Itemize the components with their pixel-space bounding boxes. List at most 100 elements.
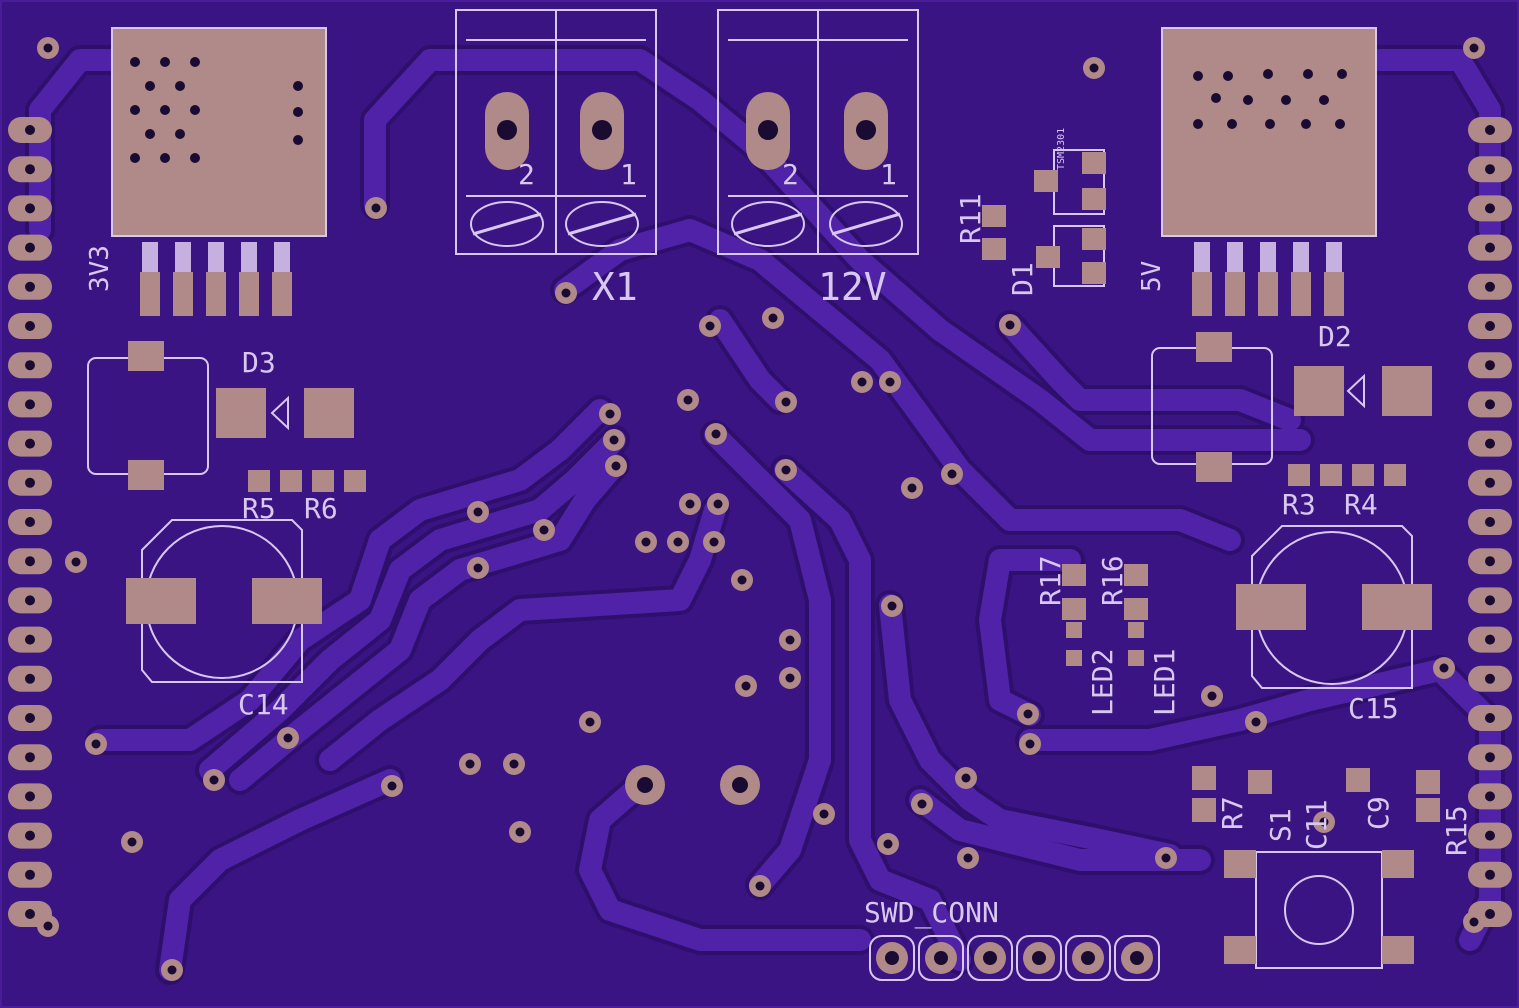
- via-drill: [685, 499, 695, 509]
- header-drill: [25, 673, 35, 684]
- regulator-3v3-leg: [241, 242, 257, 272]
- thermal-via: [1335, 119, 1345, 129]
- swd-pin-drill: [885, 951, 899, 965]
- d2-symbol: [1346, 373, 1365, 409]
- via-drill: [641, 537, 651, 547]
- header-drill: [1485, 517, 1495, 527]
- mount-drill: [637, 777, 653, 793]
- header-drill: [1485, 634, 1495, 645]
- terminal-12v-drill: [856, 120, 876, 140]
- regulator-3v3-pin: [206, 272, 226, 316]
- via-drill: [509, 759, 519, 769]
- smd-pad: [1416, 770, 1440, 794]
- trace: [159, 769, 401, 981]
- button-pad: [1224, 936, 1256, 964]
- smd-pad: [982, 238, 1006, 260]
- thermal-via: [130, 105, 140, 115]
- thermal-via: [1193, 71, 1203, 81]
- thermal-via: [1243, 95, 1253, 105]
- header-drill: [1485, 281, 1495, 292]
- via-drill: [785, 635, 795, 645]
- via-drill: [781, 465, 791, 475]
- via-drill: [883, 839, 893, 849]
- via-drill: [683, 395, 693, 405]
- led-pad: [1066, 622, 1082, 638]
- thermal-via: [293, 135, 303, 145]
- copper-traces: [25, 45, 1505, 985]
- resistor-pad: [1124, 598, 1148, 620]
- thermal-via: [1211, 93, 1221, 103]
- via-drill: [709, 537, 719, 547]
- header-drill: [1485, 242, 1495, 253]
- label-r4: R4: [1344, 488, 1378, 521]
- header-drill: [25, 242, 35, 253]
- swd-pin-outline: [918, 935, 964, 981]
- label-tsm2301: TSM2301: [1056, 128, 1067, 170]
- header-drill: [25, 438, 35, 449]
- resistor-pad: [1384, 464, 1406, 486]
- thermal-via: [145, 129, 155, 139]
- label-swd-conn: SWD_CONN: [864, 896, 999, 930]
- via-drill: [713, 499, 723, 509]
- d2-pad: [1196, 332, 1232, 362]
- thermal-via: [190, 153, 200, 163]
- regulator-5v-leg: [1227, 242, 1243, 272]
- header-drill: [1485, 321, 1495, 331]
- regulator-3v3-leg: [274, 242, 290, 272]
- label-led1: LED1: [1148, 649, 1181, 716]
- button-s1-outline: [1255, 851, 1383, 969]
- header-drill: [25, 556, 35, 567]
- label-r5: R5: [242, 492, 276, 525]
- via-drill: [539, 525, 549, 535]
- via-drill: [1207, 691, 1217, 701]
- via-drill: [1089, 63, 1099, 73]
- via-drill: [43, 921, 53, 931]
- terminal-x1-screw: [470, 201, 544, 247]
- via-drill: [585, 717, 595, 727]
- terminal-x1-drill: [497, 120, 517, 140]
- via-drill: [71, 557, 81, 567]
- label-r3: R3: [1282, 488, 1316, 521]
- resistor-pad: [280, 470, 302, 492]
- via-drill: [127, 837, 137, 847]
- thermal-via: [1263, 69, 1273, 79]
- label-d3: D3: [242, 346, 276, 379]
- header-drill: [1485, 164, 1495, 175]
- smd-pad: [1192, 798, 1216, 822]
- via-drill: [605, 409, 615, 419]
- header-drill: [25, 752, 35, 763]
- swd-pin-drill: [1081, 951, 1095, 965]
- via-drill: [167, 965, 177, 975]
- header-drill: [25, 909, 35, 919]
- thermal-via: [1223, 71, 1233, 81]
- smd-pad: [1248, 770, 1272, 794]
- button-pad: [1382, 936, 1414, 964]
- via-drill: [561, 288, 571, 298]
- regulator-5v-pin: [1291, 272, 1311, 316]
- via-drill: [961, 773, 971, 783]
- header-drill: [25, 713, 35, 723]
- thermal-via: [175, 129, 185, 139]
- regulator-3v3-leg: [142, 242, 158, 272]
- smd-pad: [1082, 228, 1106, 250]
- via-drill: [1469, 917, 1479, 927]
- thermal-via: [1281, 95, 1291, 105]
- smd-pad: [1346, 768, 1370, 792]
- button-pad: [1382, 850, 1414, 878]
- swd-pin-outline: [869, 935, 915, 981]
- via-drill: [741, 681, 751, 691]
- label-c9: C9: [1362, 796, 1395, 830]
- regulator-5v-pin: [1258, 272, 1278, 316]
- via-drill: [283, 733, 293, 743]
- swd-pin-drill: [983, 951, 997, 965]
- via-drill: [1005, 320, 1015, 330]
- smd-pad: [1082, 262, 1106, 284]
- header-drill: [25, 321, 35, 331]
- via-drill: [1319, 817, 1329, 827]
- led-pad: [1128, 650, 1144, 666]
- header-drill: [1485, 791, 1495, 802]
- regulator-5v-leg: [1194, 242, 1210, 272]
- smd-pad: [1192, 766, 1216, 790]
- via-drill: [91, 739, 101, 749]
